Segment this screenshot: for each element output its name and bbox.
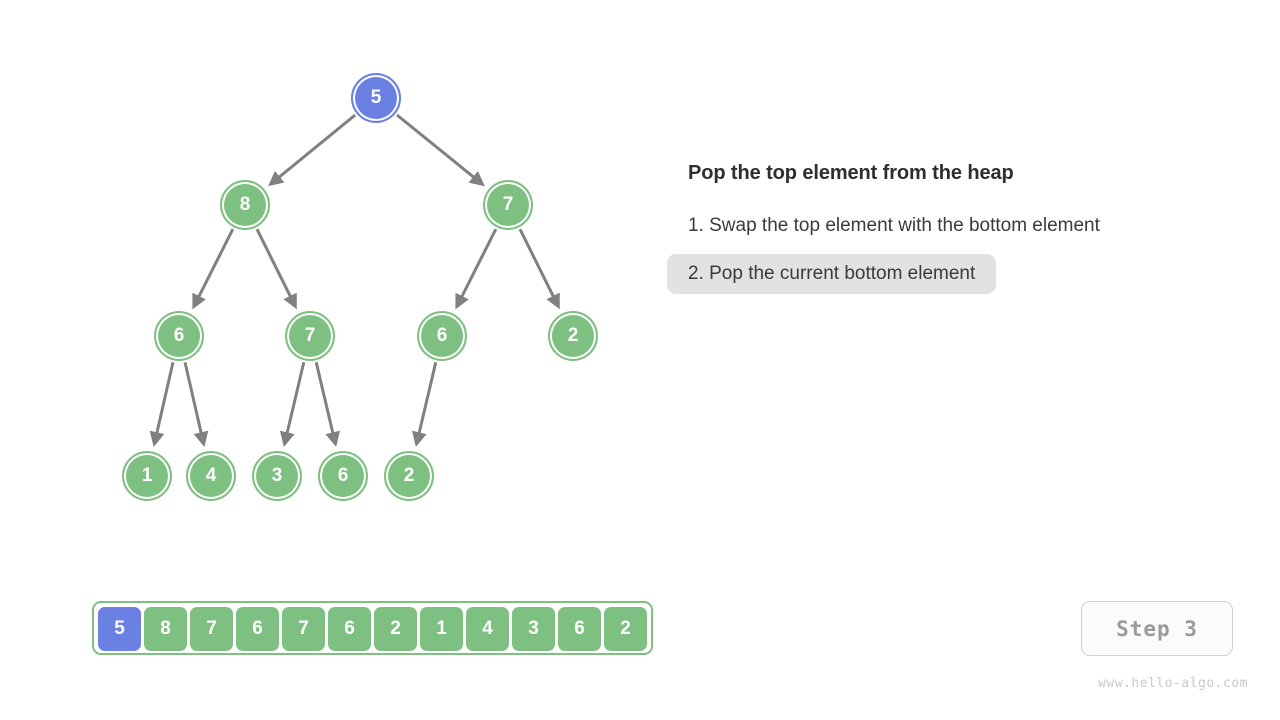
tree-edges-layer [149, 113, 560, 447]
tree-edge-n0-n2 [396, 113, 485, 187]
tree-node-label: 5 [370, 86, 382, 108]
array-cell-10: 6 [558, 607, 601, 651]
tree-node-label: 6 [436, 324, 448, 346]
panel-step-list: 1. Swap the top element with the bottom … [667, 206, 1248, 294]
step-badge: Step 3 [1081, 601, 1233, 656]
tree-edge-n1-n3 [192, 228, 235, 310]
tree-node-n6: 2 [548, 311, 598, 361]
tree-node-n10: 6 [318, 451, 368, 501]
watermark: www.hello-algo.com [1098, 676, 1248, 691]
tree-node-label: 6 [173, 324, 185, 346]
tree-node-n9: 3 [252, 451, 302, 501]
array-cell-3: 6 [236, 607, 279, 651]
tree-node-label: 8 [239, 193, 251, 215]
tree-edge-n5-n11 [411, 361, 438, 447]
tree-edge-n4-n9 [279, 361, 306, 447]
tree-node-label: 7 [502, 193, 514, 215]
panel-title: Pop the top element from the heap [688, 162, 1014, 184]
tree-edge-n2-n5 [455, 228, 498, 310]
array-cell-5: 6 [328, 607, 371, 651]
panel-step-1: 1. Swap the top element with the bottom … [688, 215, 1100, 236]
tree-node-n1: 8 [220, 180, 270, 230]
tree-edge-n3-n8 [183, 361, 209, 447]
tree-node-n7: 1 [122, 451, 172, 501]
array-cell-7: 1 [420, 607, 463, 651]
tree-node-n5: 6 [417, 311, 467, 361]
tree-node-label: 3 [271, 464, 283, 486]
tree-edges [149, 113, 560, 447]
tree-edge-n4-n10 [314, 361, 341, 447]
tree-node-n8: 4 [186, 451, 236, 501]
tree-edge-n3-n7 [149, 361, 175, 447]
tree-edge-n2-n6 [518, 228, 560, 310]
panel-step-row: 1. Swap the top element with the bottom … [688, 206, 1248, 246]
tree-node-n4: 7 [285, 311, 335, 361]
array-cell-9: 3 [512, 607, 555, 651]
tree-node-label: 4 [205, 464, 217, 486]
tree-node-label: 2 [403, 464, 415, 486]
array-cell-11: 2 [604, 607, 647, 651]
panel-step-row: 2. Pop the current bottom element [667, 254, 1248, 294]
array-cell-1: 8 [144, 607, 187, 651]
tree-edge-n0-n1 [268, 113, 357, 187]
tree-node-label: 1 [141, 464, 153, 486]
instruction-panel: Pop the top element from the heap 1. Swa… [667, 162, 1248, 294]
array-cell-2: 7 [190, 607, 233, 651]
panel-step-2: 2. Pop the current bottom element [667, 254, 997, 294]
tree-node-n0: 5 [351, 73, 401, 123]
step-spacer [688, 246, 1248, 254]
array-cell-6: 2 [374, 607, 417, 651]
array-cell-8: 4 [466, 607, 509, 651]
array-cell-0: 5 [98, 607, 141, 651]
array-cell-4: 7 [282, 607, 325, 651]
tree-edge-n1-n4 [255, 228, 297, 310]
tree-node-n2: 7 [483, 180, 533, 230]
tree-node-n11: 2 [384, 451, 434, 501]
tree-node-label: 6 [337, 464, 349, 486]
tree-node-label: 7 [304, 324, 316, 346]
tree-node-n3: 6 [154, 311, 204, 361]
tree-node-label: 2 [567, 324, 579, 346]
